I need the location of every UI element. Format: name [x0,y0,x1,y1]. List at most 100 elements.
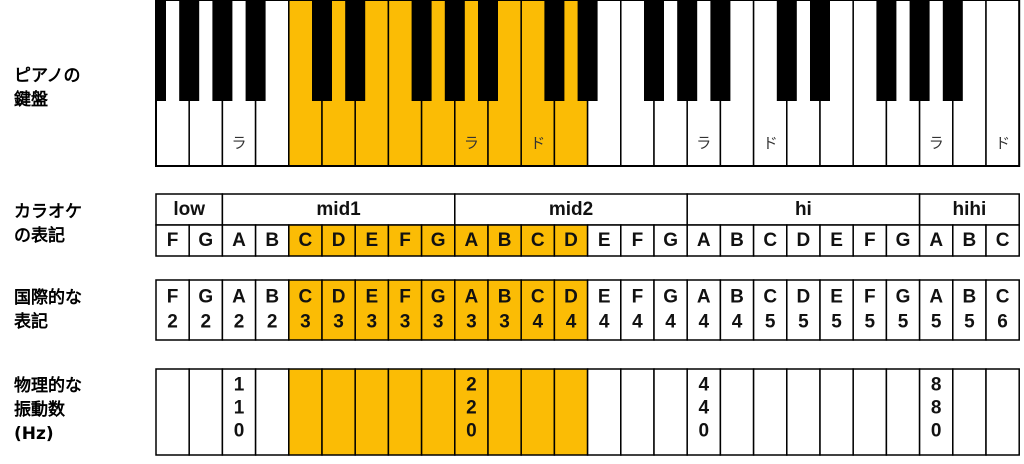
karaoke-note-label: F [864,230,876,251]
black-key[interactable] [312,0,332,101]
international-note-octave: 3 [333,312,344,333]
frequency-cell [653,368,688,456]
international-note-octave: 5 [898,312,909,333]
international-notation-table: F2G2A2B2C3D3E3F3G3A3B3C4D4E4F4G4A4B4C5D5… [155,279,1020,341]
international-note-letter: F [864,287,876,308]
international-note-octave: 5 [964,312,975,333]
frequency-digit: 8 [931,375,942,396]
register-group-label: low [173,199,205,220]
frequency-cell [586,368,622,456]
frequency-cell [288,368,323,456]
international-note-letter: B [498,287,512,308]
international-note-octave: 4 [632,312,643,333]
black-key[interactable] [644,0,664,101]
frequency-cell [885,368,921,456]
karaoke-note-label: E [365,230,378,251]
frequency-cell [520,368,556,456]
black-key[interactable] [942,0,963,101]
international-note-octave: 5 [798,312,809,333]
frequency-digit: 0 [466,421,477,442]
international-note-octave: 3 [466,312,477,333]
frequency-cell [686,368,722,456]
black-key[interactable] [577,0,598,101]
karaoke-note-label: A [465,230,479,251]
international-row-label: 国際的な 表記 [14,288,82,332]
international-note-letter: G [198,287,213,308]
international-note-cell [487,279,522,341]
international-note-letter: G [896,287,911,308]
international-note-octave: 5 [831,312,842,333]
international-note-letter: C [299,287,313,308]
black-key[interactable] [876,0,897,101]
karaoke-note-label: B [730,230,744,251]
karaoke-note-label: E [830,230,843,251]
international-note-octave: 4 [665,312,676,333]
international-note-octave: 3 [499,312,510,333]
black-key[interactable] [411,0,432,101]
international-note-letter: A [465,287,479,308]
karaoke-note-cell [786,224,821,257]
international-note-cell [420,279,456,341]
register-group-cell [454,193,688,226]
international-note-octave: 5 [765,312,776,333]
black-key[interactable] [776,0,797,101]
international-note-letter: E [598,287,611,308]
karaoke-note-cell [520,224,556,257]
international-note-letter: E [830,287,843,308]
black-key[interactable] [810,0,830,101]
karaoke-note-label: A [697,230,711,251]
black-key[interactable] [156,0,166,101]
karaoke-row-label: カラオケ の表記 [14,202,82,246]
international-note-letter: F [632,287,644,308]
international-note-octave: 2 [167,312,178,333]
international-note-octave: 4 [599,312,610,333]
international-note-octave: 2 [234,312,245,333]
frequency-cell [420,368,456,456]
black-key[interactable] [444,0,465,101]
international-note-cell [620,279,655,341]
international-note-letter: F [399,287,411,308]
frequency-digit: 4 [699,375,710,396]
international-note-octave: 5 [931,312,942,333]
international-note-letter: D [564,287,578,308]
black-key[interactable] [710,0,731,101]
frequency-cell [985,368,1020,456]
frequency-digit: 0 [234,421,245,442]
karaoke-note-label: G [663,230,678,251]
international-note-octave: 3 [433,312,444,333]
international-note-letter: G [431,287,446,308]
international-note-cell [553,279,589,341]
karaoke-note-label: D [332,230,346,251]
international-note-letter: F [167,287,179,308]
international-note-cell [985,279,1020,341]
black-key[interactable] [677,0,698,101]
black-key[interactable] [179,0,200,101]
international-note-cell [387,279,423,341]
international-note-octave: 2 [267,312,278,333]
international-note-octave: 2 [201,312,212,333]
black-key[interactable] [345,0,366,101]
black-key[interactable] [909,0,930,101]
karaoke-note-label: A [232,230,246,251]
black-key[interactable] [544,0,565,101]
key-kana-label: ラ [464,134,479,152]
frequency-cell [752,368,788,456]
frequency-cell [155,368,190,456]
international-note-cell [354,279,390,341]
international-note-cell [819,279,854,341]
karaoke-note-label: C [299,230,313,251]
karaoke-note-label: E [598,230,611,251]
black-key[interactable] [245,0,266,101]
karaoke-note-cell [487,224,522,257]
karaoke-note-label: F [399,230,411,251]
international-note-cell [188,279,224,341]
karaoke-note-label: F [632,230,644,251]
international-note-cell [155,279,190,341]
international-note-letter: A [929,287,943,308]
black-key[interactable] [478,0,498,101]
black-key[interactable] [212,0,233,101]
international-note-octave: 6 [997,312,1008,333]
international-note-octave: 3 [300,312,311,333]
international-note-octave: 4 [699,312,710,333]
international-note-letter: D [797,287,811,308]
